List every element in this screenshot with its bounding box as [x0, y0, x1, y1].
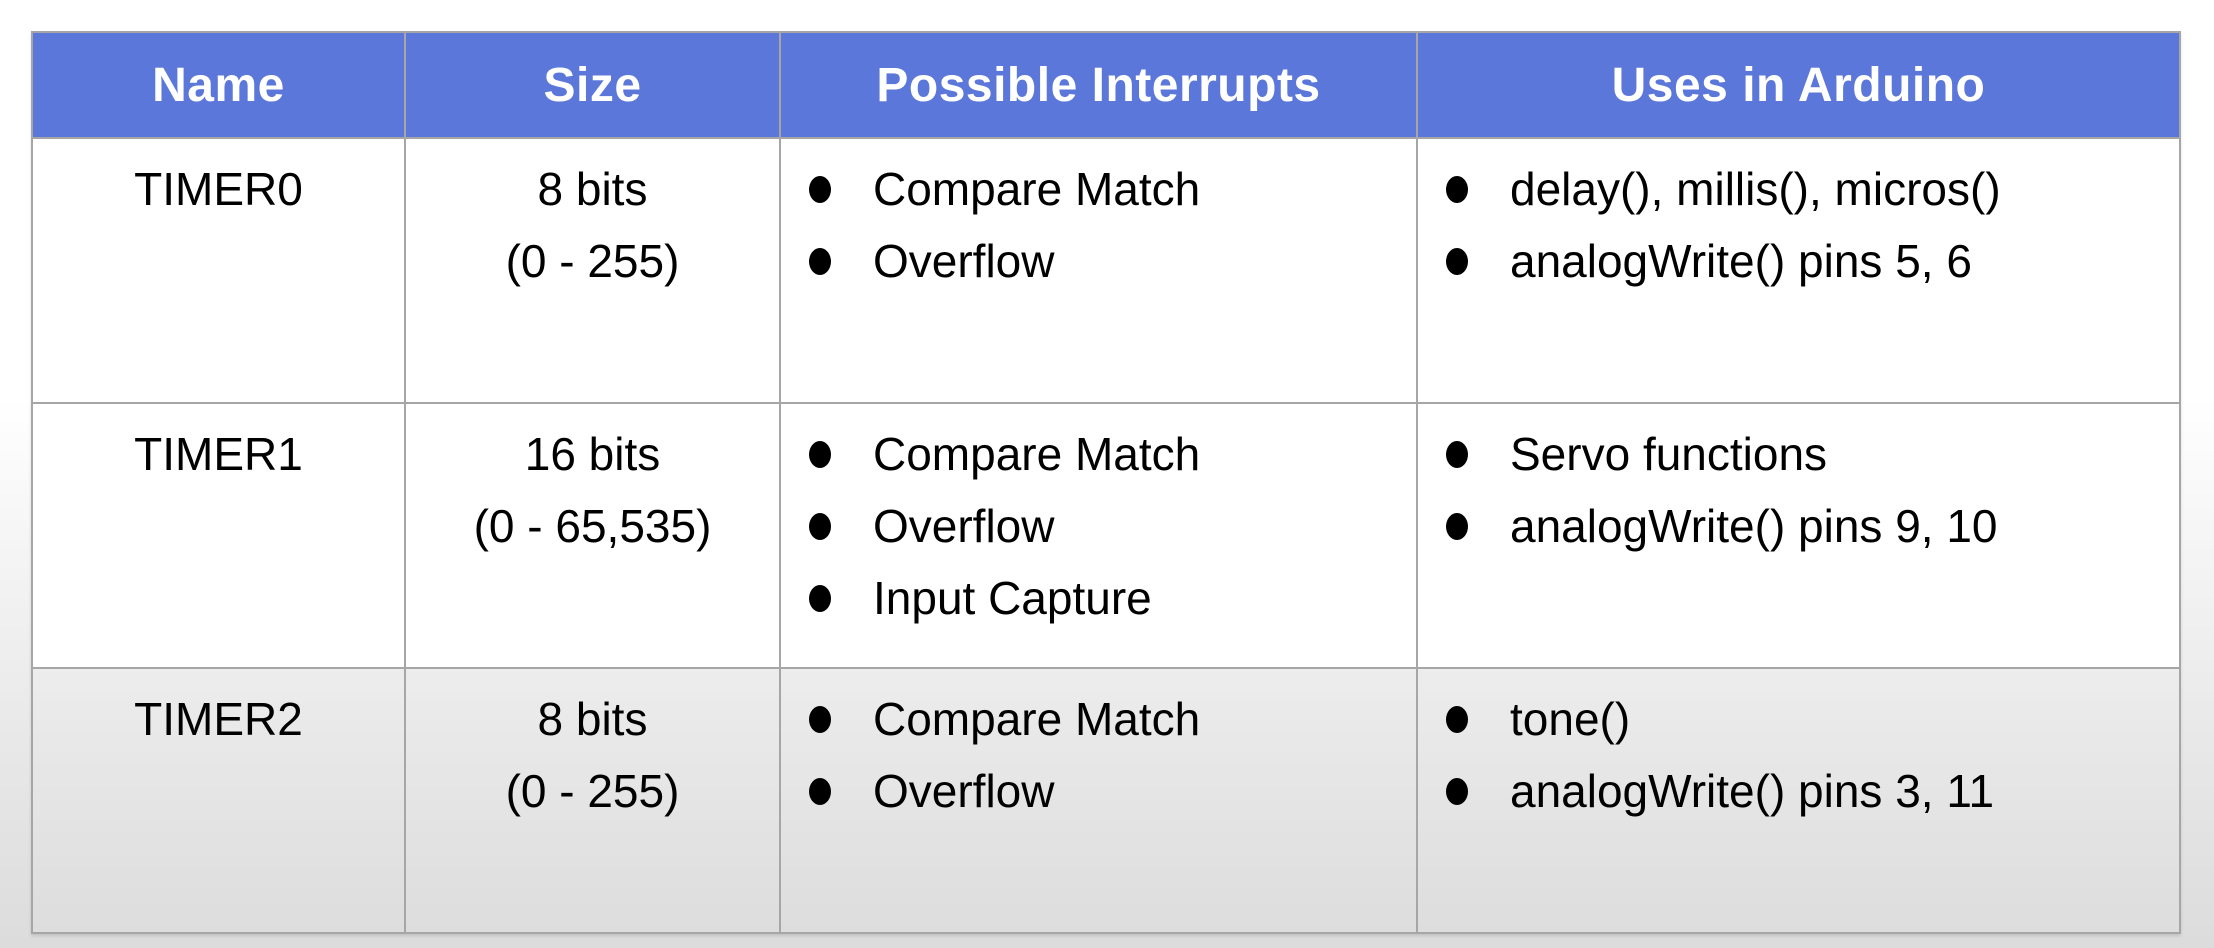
timer-name-cell: TIMER0 — [31, 137, 406, 404]
interrupt-item: Overflow — [809, 490, 1416, 562]
uses-list: tone()analogWrite() pins 3, 11 — [1418, 683, 2179, 827]
interrupt-item: Compare Match — [809, 418, 1416, 490]
timer-name: TIMER1 — [134, 428, 303, 480]
timer-size-cell: 8 bits (0 - 255) — [404, 667, 781, 934]
timer-name-cell: TIMER2 — [31, 667, 406, 934]
timer-size-cell: 8 bits (0 - 255) — [404, 137, 781, 404]
use-item: tone() — [1446, 683, 2179, 755]
interrupt-item: Input Capture — [809, 562, 1416, 634]
uses-list: delay(), millis(), micros()analogWrite()… — [1418, 153, 2179, 297]
size-line: 8 bits — [537, 163, 648, 215]
arduino-timers-table: Name Size Possible Interrupts Uses in Ar… — [31, 31, 2181, 934]
size-line: (0 - 255) — [505, 765, 680, 817]
size-line: (0 - 65,535) — [473, 500, 712, 552]
uses-cell: delay(), millis(), micros()analogWrite()… — [1416, 137, 2181, 404]
timer-name-cell: TIMER1 — [31, 402, 406, 669]
interrupt-item: Overflow — [809, 755, 1416, 827]
interrupt-item: Compare Match — [809, 153, 1416, 225]
timer-size-cell: 16 bits (0 - 65,535) — [404, 402, 781, 669]
use-item: analogWrite() pins 3, 11 — [1446, 755, 2179, 827]
size-line: 16 bits — [524, 428, 661, 480]
size-line: (0 - 255) — [505, 235, 680, 287]
use-item: delay(), millis(), micros() — [1446, 153, 2179, 225]
use-item: analogWrite() pins 9, 10 — [1446, 490, 2179, 562]
header-name: Name — [31, 31, 406, 139]
use-item: Servo functions — [1446, 418, 2179, 490]
interrupt-item: Compare Match — [809, 683, 1416, 755]
header-possible-interrupts: Possible Interrupts — [779, 31, 1418, 139]
interrupt-item: Overflow — [809, 225, 1416, 297]
use-item: analogWrite() pins 5, 6 — [1446, 225, 2179, 297]
size-line: 8 bits — [537, 693, 648, 745]
uses-cell: tone()analogWrite() pins 3, 11 — [1416, 667, 2181, 934]
header-uses-in-arduino: Uses in Arduino — [1416, 31, 2181, 139]
timer-name: TIMER2 — [134, 693, 303, 745]
timer-name: TIMER0 — [134, 163, 303, 215]
header-size: Size — [404, 31, 781, 139]
table-header-row: Name Size Possible Interrupts Uses in Ar… — [31, 31, 2181, 139]
